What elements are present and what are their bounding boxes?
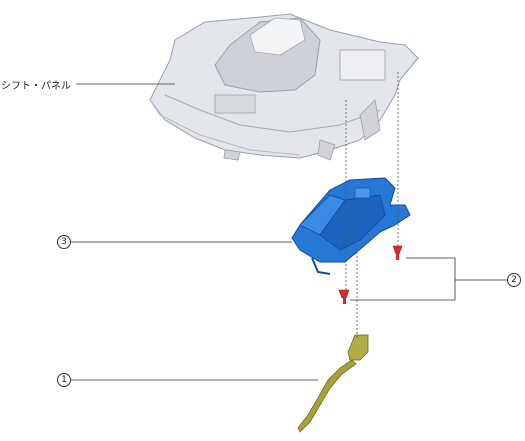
screw-upper — [392, 245, 403, 260]
shift-panel-label: シフト・パネル — [1, 81, 71, 92]
callout-1: 1 — [57, 373, 71, 387]
harness-part — [297, 334, 369, 433]
callout-2: 2 — [507, 273, 521, 287]
screw-lower — [338, 289, 350, 304]
guide-lines — [345, 72, 399, 340]
shift-panel-part — [149, 13, 419, 161]
bracket-part — [291, 177, 411, 275]
leader-lines — [70, 83, 507, 381]
callout-3: 3 — [57, 235, 71, 249]
